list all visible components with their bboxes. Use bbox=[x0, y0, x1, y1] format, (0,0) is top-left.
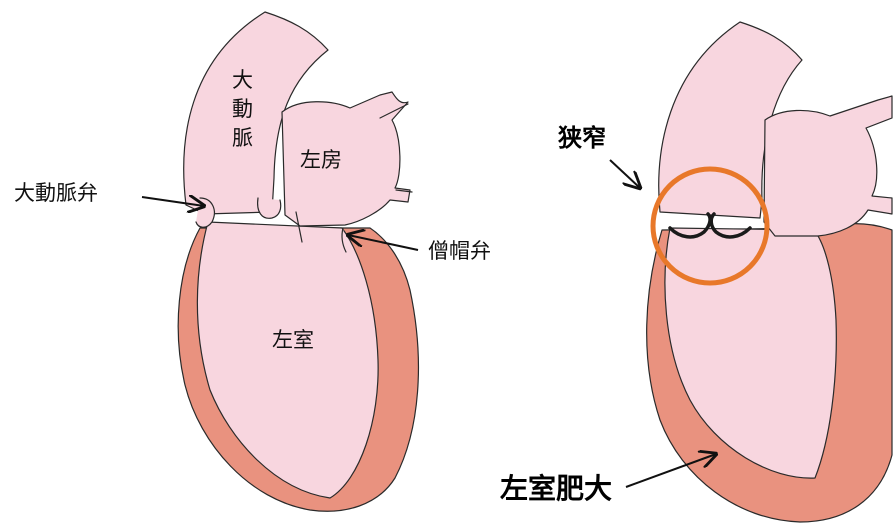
label-aortic-valve: 大動脈弁 bbox=[14, 181, 98, 205]
arrow-stenosis bbox=[610, 160, 640, 188]
normal-heart: 大 動 脈 左房 左室 大動脈弁 僧帽弁 bbox=[14, 12, 491, 511]
label-mitral-valve: 僧帽弁 bbox=[428, 239, 491, 263]
label-aorta-char-2: 動 bbox=[232, 97, 253, 121]
label-lv-hypertrophy: 左室肥大 bbox=[500, 472, 612, 505]
label-aorta-char-1: 大 bbox=[232, 68, 253, 92]
stenosis-heart: 狭窄 左室肥大 bbox=[500, 22, 892, 522]
label-left-atrium: 左房 bbox=[300, 148, 342, 172]
label-aorta-char-3: 脈 bbox=[232, 126, 253, 150]
label-left-ventricle: 左室 bbox=[272, 328, 314, 352]
label-stenosis: 狭窄 bbox=[557, 124, 606, 152]
stenosis-left-atrium bbox=[764, 96, 892, 236]
aortic-valve-leaflet bbox=[258, 198, 281, 218]
